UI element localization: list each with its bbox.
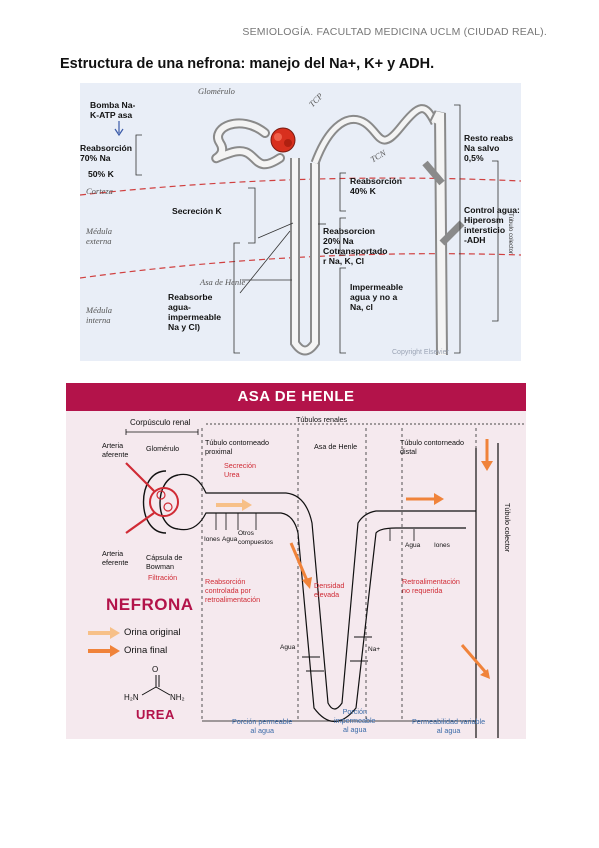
label-glomerulo: Glomérulo bbox=[146, 444, 180, 453]
label-medula-externa: Médula externa bbox=[86, 226, 112, 246]
legend-orina-original: Orina original bbox=[124, 627, 181, 638]
label-porcion-permeable: Porción permeable al agua bbox=[232, 717, 293, 735]
label-retroalimentacion: Retroalimentación no requerida bbox=[402, 577, 460, 595]
label-capsula-bowman: Cápsula de Bowman bbox=[146, 553, 183, 571]
label-medula-interna: Médula interna bbox=[86, 305, 112, 325]
label-tubulo-colector: Túbulo colector bbox=[503, 503, 512, 553]
label-tcd: Túbulo contorneado distal bbox=[400, 438, 464, 456]
label-agua-3: Agua bbox=[280, 644, 296, 651]
label-reabs40: Reabsorción 40% K bbox=[350, 176, 403, 196]
label-corpusculo: Corpúsculo renal bbox=[130, 418, 191, 427]
legend-orina-final: Orina final bbox=[124, 645, 168, 656]
page-title: Estructura de una nefrona: manejo del Na… bbox=[60, 56, 435, 72]
label-corteza: Corteza bbox=[86, 186, 113, 196]
figure2-title: ASA DE HENLE bbox=[66, 383, 526, 411]
label-tcp: Túbulo contorneado proximal bbox=[205, 438, 269, 456]
urea-h2n: H₂N bbox=[124, 693, 139, 702]
copyright-note: Copyright Elsevier bbox=[392, 349, 449, 356]
label-urea: UREA bbox=[136, 707, 175, 722]
label-nefrona: NEFRONA bbox=[106, 595, 194, 614]
label-densidad: Densidad elevada bbox=[314, 581, 345, 599]
nephron-diagram: Bomba Na- K-ATP asa Glomérulo TCP TCN Re… bbox=[80, 83, 521, 361]
label-asa-henle: Asa de Henle bbox=[200, 277, 246, 287]
label-iones-1: Iones bbox=[204, 536, 220, 543]
label-na: Na+ bbox=[368, 646, 381, 653]
label-reabs70: Reabsorción 70% Na bbox=[80, 143, 133, 163]
nephron-drawing bbox=[80, 104, 521, 356]
label-secrecion-k: Secreción K bbox=[172, 206, 222, 216]
label-impermeable: Impermeable agua y no a Na, cl bbox=[350, 282, 404, 312]
label-resto-reabs: Resto reabs Na salvo 0,5% bbox=[464, 133, 514, 163]
urea-nh2: NH₂ bbox=[170, 693, 185, 702]
label-agua-2: Agua bbox=[405, 542, 421, 549]
asa-henle-diagram: ASA DE HENLE bbox=[66, 383, 526, 739]
label-arteria-eferente: Arteria eferente bbox=[102, 549, 129, 567]
label-otros-compuestos: Otros compuestos bbox=[238, 530, 274, 546]
urea-oxygen: O bbox=[152, 665, 159, 674]
label-porcion-impermeable: Porción impermeable al agua bbox=[334, 707, 376, 734]
label-arteria-aferente: Arteria aferente bbox=[102, 441, 129, 459]
label-filtracion: Filtración bbox=[148, 573, 178, 582]
label-glomerulo: Glomérulo bbox=[198, 86, 235, 96]
label-iones-2: Iones bbox=[434, 542, 450, 549]
label-asa: Asa de Henle bbox=[314, 442, 358, 451]
label-bomba: Bomba Na- K-ATP asa bbox=[90, 100, 136, 120]
label-k50: 50% K bbox=[88, 169, 114, 179]
label-tubulos: Túbulos renales bbox=[296, 415, 348, 424]
label-secrecion-urea: Secreción Urea bbox=[224, 461, 256, 479]
page-header: SEMIOLOGÍA. FACULTAD MEDICINA UCLM (CIUD… bbox=[242, 26, 547, 38]
label-agua-1: Agua bbox=[222, 536, 238, 543]
label-reabs-controlada: Reabsorción controlada por retroalimenta… bbox=[205, 577, 261, 604]
label-reabsorbe-agua: Reabsorbe agua- impermeable Na y Cl) bbox=[168, 292, 222, 332]
asa-henle-drawing bbox=[88, 423, 526, 738]
label-permeabilidad-variable: Permeabilidad variable al agua bbox=[412, 717, 486, 735]
label-reabs20: Reabsorcion 20% Na Cotransportado r Na, … bbox=[323, 226, 388, 266]
label-control-agua: Control agua: Hiperosm intersticio -ADH bbox=[464, 205, 520, 245]
label-tubulo-colector: Túbulo colector bbox=[507, 213, 513, 255]
